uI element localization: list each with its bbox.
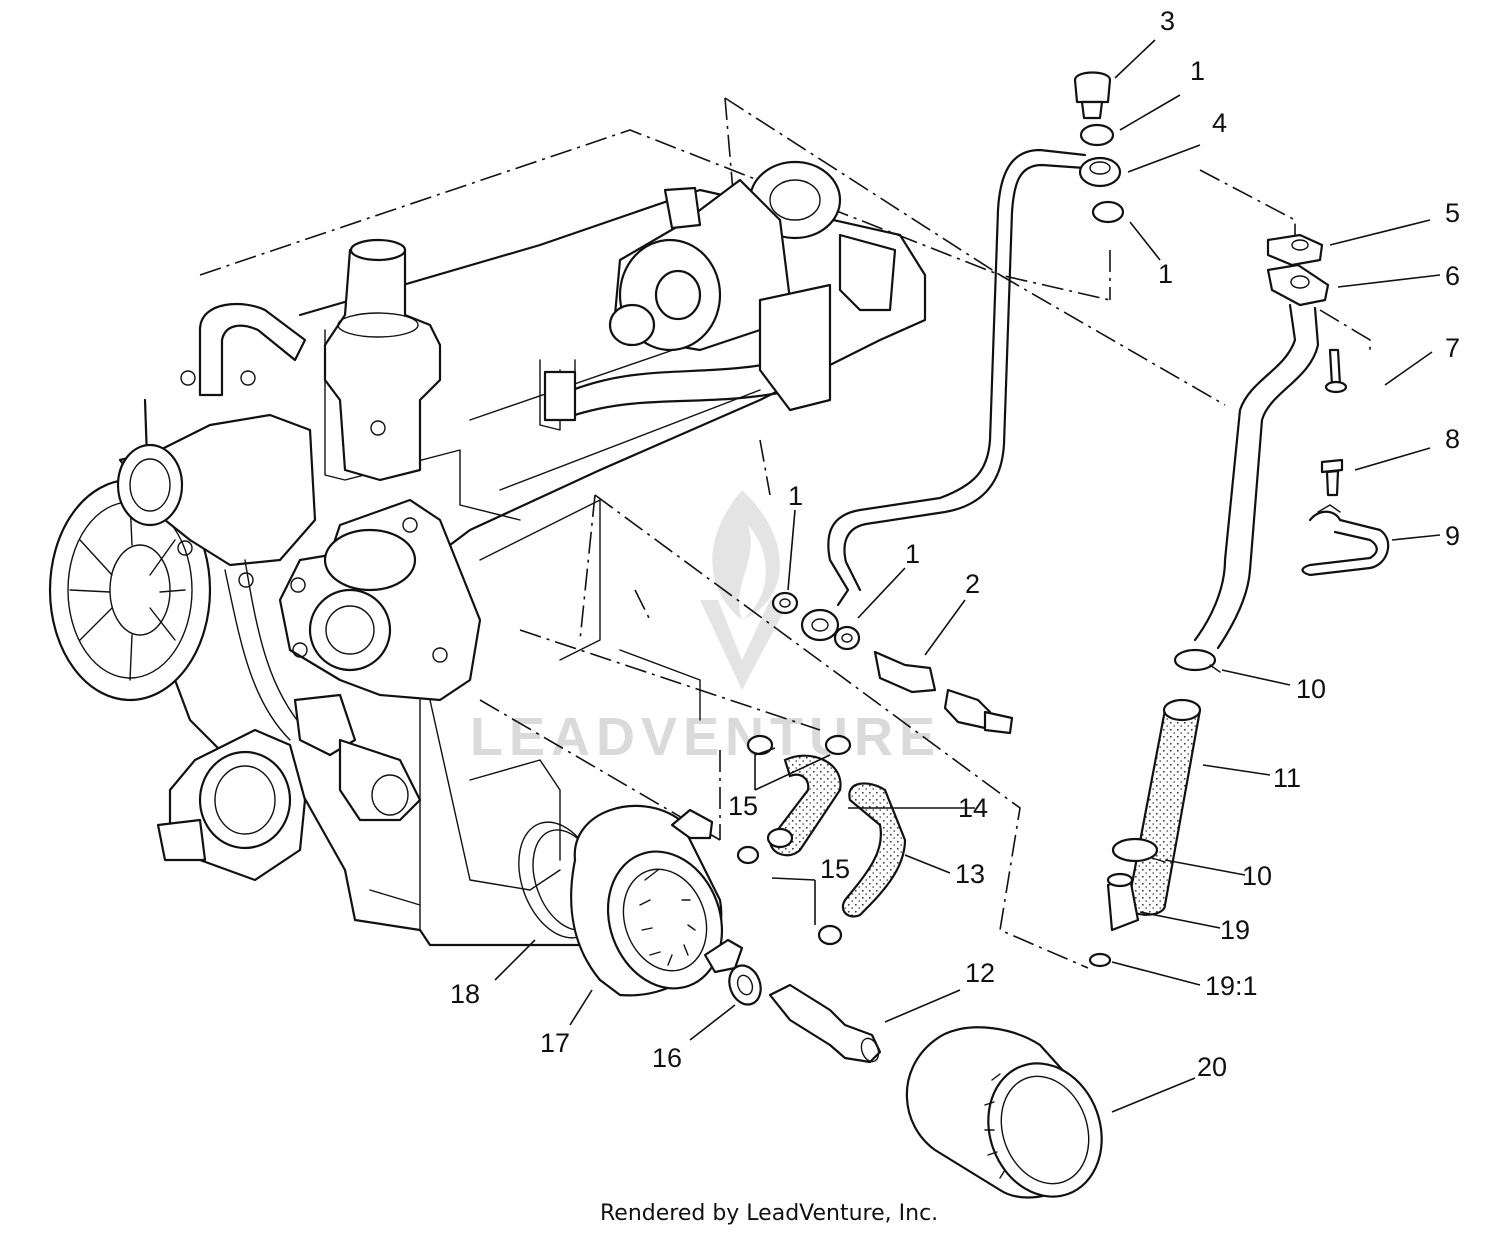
return-hose-assembly: [1088, 648, 1221, 968]
callout-17: 17: [540, 1028, 570, 1058]
turbocharger: [543, 160, 897, 422]
callout-10: 10: [1296, 674, 1326, 704]
leader-lines: [494, 39, 1441, 1113]
callout-1: 1: [788, 481, 803, 511]
oil-filter: [905, 1026, 1103, 1199]
leadventure-watermark: LEADVENTURE: [470, 490, 941, 767]
callout-19-1: 19:1: [1205, 971, 1258, 1001]
callout-11: 11: [1273, 763, 1301, 793]
callout-12: 12: [965, 958, 995, 988]
callout-labels: 3 1 4 1 5 6 7 8 9 1 1 2 10 11 10 19 19:1…: [450, 6, 1460, 1082]
callout-3: 3: [1160, 6, 1175, 36]
callout-7: 7: [1445, 333, 1460, 363]
thermostat-housing: [323, 238, 442, 482]
callout-20: 20: [1197, 1052, 1227, 1082]
callout-4: 4: [1212, 108, 1227, 138]
callout-19: 19: [1220, 915, 1250, 945]
callout-10: 10: [1242, 861, 1272, 891]
callout-8: 8: [1445, 424, 1460, 454]
oil-feed-pipe: [827, 148, 1087, 607]
callout-15: 15: [820, 854, 850, 884]
callout-6: 6: [1445, 261, 1460, 291]
callout-13: 13: [955, 859, 985, 889]
lower-housing: [156, 693, 422, 882]
clamp-assembly: [1301, 458, 1390, 577]
watermark-text: LEADVENTURE: [470, 707, 941, 767]
coolant-hoses: [736, 734, 907, 946]
callout-18: 18: [450, 979, 480, 1009]
callout-1: 1: [1190, 56, 1205, 86]
callout-2: 2: [965, 569, 980, 599]
lower-banjo-assembly: [771, 591, 1014, 735]
oil-return-pipe: [1193, 233, 1348, 650]
callout-1: 1: [905, 539, 920, 569]
callout-5: 5: [1445, 198, 1460, 228]
callout-16: 16: [652, 1043, 682, 1073]
oil-pump: [278, 498, 482, 702]
callout-14: 14: [958, 793, 988, 823]
callout-1: 1: [1158, 259, 1173, 289]
callout-9: 9: [1445, 521, 1460, 551]
water-pump: [116, 302, 317, 741]
callout-15: 15: [728, 791, 758, 821]
rendered-by-credit: Rendered by LeadVenture, Inc.: [600, 1201, 938, 1226]
cooler-fitting: [728, 964, 882, 1064]
oil-cooler: [518, 804, 744, 997]
banjo-bolt-assembly: [1073, 71, 1125, 224]
